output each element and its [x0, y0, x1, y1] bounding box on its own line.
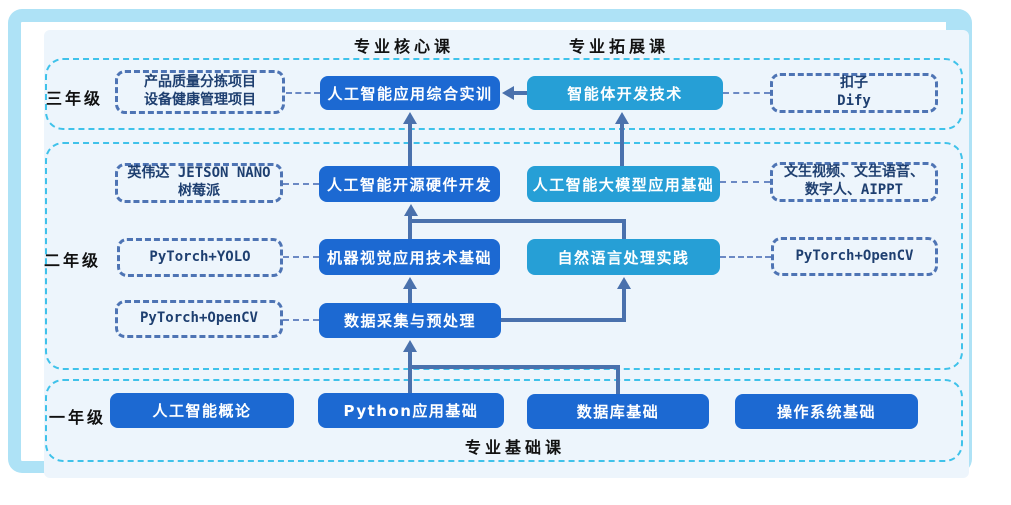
arrow-line	[408, 215, 412, 239]
note-line: 设备健康管理项目	[144, 92, 256, 108]
course-box-python-basics: Python应用基础	[318, 393, 504, 428]
course-box-database-basics: 数据库基础	[527, 394, 709, 429]
footer-label-foundation-courses: 专业基础课	[465, 438, 566, 457]
course-box-machine-vision: 机器视觉应用技术基础	[319, 239, 500, 275]
arrow-left-icon	[502, 86, 514, 100]
note-line: 产品质量分拣项目	[144, 74, 256, 91]
arrow-line	[408, 123, 412, 166]
note-year3-projects: 产品质量分拣项目 设备健康管理项目	[115, 70, 285, 114]
course-box-llm-application: 人工智能大模型应用基础	[527, 166, 720, 202]
course-box-os-basics: 操作系统基础	[735, 394, 918, 429]
arrow-line	[408, 288, 412, 303]
band-year3	[45, 58, 963, 130]
course-box-open-source-hardware: 人工智能开源硬件开发	[319, 166, 500, 202]
note-genai-tools: 文生视频、文生语音、 数字人、AIPPT	[770, 162, 938, 202]
course-box-data-collection: 数据采集与预处理	[319, 303, 501, 338]
header-extension-courses: 专业拓展课	[568, 37, 669, 56]
arrow-line	[501, 318, 626, 322]
note-line: 数字人、AIPPT	[804, 182, 904, 198]
note-line: PyTorch+OpenCV	[139, 310, 258, 327]
course-box-ai-comprehensive-training: 人工智能应用综合实训	[320, 76, 500, 110]
note-coze-dify: 扣子 Dify	[770, 73, 938, 113]
arrow-line	[408, 351, 412, 393]
note-line: 文生视频、文生语音、	[784, 164, 924, 181]
arrow-up-icon	[403, 340, 417, 352]
connector-dashed	[720, 256, 771, 258]
arrow-up-icon	[617, 277, 631, 289]
band-year2	[45, 142, 963, 370]
grade-label-year1: 一年级	[49, 408, 107, 427]
note-line: PyTorch+YOLO	[149, 248, 251, 265]
note-pytorch-opencv-left: PyTorch+OpenCV	[115, 300, 283, 338]
connector-dashed	[283, 319, 319, 321]
grade-label-year2: 二年级	[44, 251, 102, 270]
connector-dashed	[286, 92, 320, 94]
arrow-line	[514, 91, 527, 95]
note-line: 树莓派	[178, 183, 220, 199]
note-pytorch-opencv-right: PyTorch+OpenCV	[771, 237, 938, 276]
course-box-nlp-practice: 自然语言处理实践	[527, 239, 720, 275]
note-pytorch-yolo: PyTorch+YOLO	[117, 238, 283, 277]
arrow-line	[622, 219, 626, 239]
connector-dashed	[723, 92, 770, 94]
arrow-line	[616, 365, 620, 394]
arrow-line	[620, 123, 624, 166]
note-line: 英伟达 JETSON NANO	[127, 165, 271, 182]
connector-dashed	[283, 256, 319, 258]
note-line: PyTorch+OpenCV	[795, 247, 914, 264]
arrow-up-icon	[403, 112, 417, 124]
note-line: Dify	[837, 93, 871, 109]
connector-dashed	[720, 181, 770, 183]
arrow-line	[408, 365, 620, 369]
connector-dashed	[283, 183, 319, 185]
arrow-up-icon	[403, 277, 417, 289]
grade-label-year3: 三年级	[46, 89, 104, 108]
arrow-line	[622, 289, 626, 322]
arrow-up-icon	[615, 112, 629, 124]
header-core-courses: 专业核心课	[353, 37, 454, 56]
course-box-agent-development: 智能体开发技术	[527, 76, 723, 110]
arrow-line	[408, 219, 626, 223]
note-line: 扣子	[840, 75, 868, 92]
note-jetson-nano: 英伟达 JETSON NANO 树莓派	[115, 163, 283, 203]
course-box-ai-introduction: 人工智能概论	[110, 393, 294, 428]
arrow-up-icon	[404, 204, 418, 216]
band-year1	[45, 379, 963, 462]
